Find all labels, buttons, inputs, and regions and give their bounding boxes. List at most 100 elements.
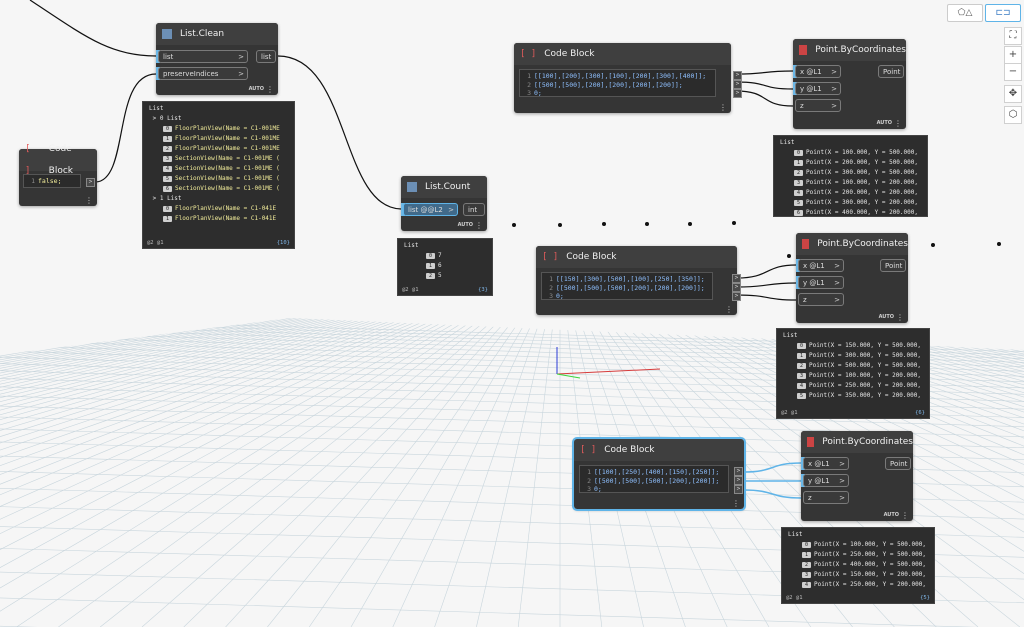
zoom-out-button[interactable]: − bbox=[1004, 63, 1022, 81]
point-by-coordinates-3-node[interactable]: Point.ByCoordinates x @L1> y @L1> z> Poi… bbox=[801, 431, 913, 521]
node-header[interactable]: [ ]Code Block bbox=[574, 439, 744, 461]
more-options-icon[interactable]: ⋮ bbox=[901, 511, 909, 520]
more-options-icon[interactable]: ⋮ bbox=[475, 221, 483, 230]
input-port-x[interactable]: x @L1> bbox=[798, 259, 844, 272]
sublist-label: 1 List bbox=[159, 195, 182, 202]
preview-point bbox=[997, 242, 1001, 246]
output-port[interactable]: > bbox=[734, 485, 743, 494]
chevron-right-icon: > bbox=[448, 206, 454, 214]
node-header[interactable]: [ ]Code Block bbox=[514, 43, 731, 65]
input-port-y[interactable]: y @L1> bbox=[798, 276, 844, 289]
code-block-2-node[interactable]: [ ]Code Block 1[[150],[300],[500],[100],… bbox=[536, 246, 741, 315]
level-badge[interactable]: @L1 bbox=[809, 262, 825, 270]
code-block-1-node[interactable]: [ ]Code Block 1[[100],[200],[300],[100],… bbox=[514, 43, 742, 113]
level-badge[interactable]: @L1 bbox=[809, 279, 825, 287]
index-badge: 1 bbox=[163, 216, 172, 222]
output-port[interactable]: > bbox=[734, 476, 743, 485]
code-editor[interactable]: 1[[100],[200],[300],[100],[200],[300],[4… bbox=[519, 69, 716, 97]
output-port[interactable]: > bbox=[732, 283, 741, 292]
level-badge[interactable]: @L1 bbox=[814, 460, 830, 468]
node-title: List.Clean bbox=[180, 29, 225, 39]
index-badge: 3 bbox=[802, 572, 811, 578]
more-options-icon[interactable]: ⋮ bbox=[894, 119, 902, 128]
more-options-icon[interactable]: ⋮ bbox=[85, 196, 93, 205]
list-count-node[interactable]: List.Count list @@L2> int AUTO ⋮ bbox=[401, 176, 487, 231]
code-block-icon: [ ] bbox=[25, 144, 31, 176]
output-port[interactable]: > bbox=[86, 178, 95, 187]
output-port-point[interactable]: Point bbox=[878, 65, 904, 78]
pan-button[interactable]: ✥ bbox=[1004, 85, 1022, 103]
geometry-view-button[interactable]: ⬠△ bbox=[947, 4, 983, 22]
level-badge[interactable]: @L1 bbox=[814, 477, 830, 485]
more-options-icon[interactable]: ⋮ bbox=[725, 305, 733, 314]
node-header[interactable]: Point.ByCoordinates bbox=[793, 39, 906, 61]
point-by-coordinates-2-node[interactable]: Point.ByCoordinates x @L1> y @L1> z> Poi… bbox=[796, 233, 908, 323]
code-editor[interactable]: 1[[150],[300],[500],[100],[250],[350]];2… bbox=[541, 272, 713, 300]
input-port-preserveindices[interactable]: preserveIndices> bbox=[158, 67, 248, 80]
more-options-icon[interactable]: ⋮ bbox=[896, 313, 904, 322]
more-options-icon[interactable]: ⋮ bbox=[266, 85, 274, 94]
input-port-y[interactable]: y @L1> bbox=[803, 474, 849, 487]
chevron-right-icon: > bbox=[831, 68, 837, 76]
node-header[interactable]: Point.ByCoordinates bbox=[801, 431, 913, 453]
zoom-in-button[interactable]: + bbox=[1004, 46, 1022, 64]
list-item-value: Point(X = 300.000, Y = 500.000, bbox=[809, 352, 921, 359]
more-options-icon[interactable]: ⋮ bbox=[732, 499, 740, 508]
list-item-value: FloorPlanView(Name = C1-001ME bbox=[175, 135, 280, 142]
output-port[interactable]: > bbox=[732, 292, 741, 301]
level-badge[interactable]: @@L2 bbox=[420, 206, 443, 214]
node-header[interactable]: [ ]Code Block bbox=[536, 246, 737, 268]
code-text: 0; bbox=[594, 485, 602, 493]
output-port[interactable]: > bbox=[733, 71, 742, 80]
node-header[interactable]: [ ]Code Block bbox=[19, 144, 97, 176]
level-badge[interactable]: @L1 bbox=[806, 68, 822, 76]
input-port-x[interactable]: x @L1> bbox=[803, 457, 849, 470]
input-port-list[interactable]: list> bbox=[158, 50, 248, 63]
input-port-x[interactable]: x @L1> bbox=[795, 65, 841, 78]
list-clean-node[interactable]: List.Clean list> preserveIndices> list A… bbox=[156, 23, 278, 95]
output-port[interactable]: > bbox=[733, 89, 742, 98]
code-line: false; bbox=[38, 177, 62, 185]
output-port-point[interactable]: Point bbox=[885, 457, 911, 470]
orbit-button[interactable]: ⬡ bbox=[1004, 106, 1022, 124]
input-port-z[interactable]: z> bbox=[803, 491, 849, 504]
input-port-z[interactable]: z> bbox=[798, 293, 844, 306]
list-clean-icon bbox=[162, 29, 172, 39]
output-port-list[interactable]: list bbox=[256, 50, 276, 63]
code-editor[interactable]: 1[[100],[250],[400],[150],[250]];2[[500]… bbox=[579, 465, 729, 493]
output-port-int[interactable]: int bbox=[463, 203, 485, 216]
index-badge: 2 bbox=[802, 562, 811, 568]
graph-view-button[interactable]: ⊏⊐ bbox=[985, 4, 1021, 22]
zoom-to-fit-button[interactable]: ⛶ bbox=[1004, 27, 1022, 45]
node-header[interactable]: List.Count bbox=[401, 176, 487, 198]
index-badge: 6 bbox=[794, 210, 803, 216]
list-item-value: SectionView(Name = C1-001ME ( bbox=[175, 165, 280, 172]
node-header[interactable]: List.Clean bbox=[156, 23, 278, 45]
code-line: 1[[100],[200],[300],[100],[200],[300],[4… bbox=[523, 72, 712, 81]
output-port[interactable]: > bbox=[732, 274, 741, 283]
point-by-coordinates-1-node[interactable]: Point.ByCoordinates x @L1> y @L1> z> Poi… bbox=[793, 39, 906, 129]
input-port-list[interactable]: list @@L2> bbox=[403, 203, 458, 216]
input-port-y[interactable]: y @L1> bbox=[795, 82, 841, 95]
output-port[interactable]: > bbox=[734, 467, 743, 476]
sublist-header: > 0 List bbox=[149, 115, 182, 122]
chevron-right-icon: > bbox=[839, 477, 845, 485]
code-block-3-node[interactable]: [ ]Code Block 1[[100],[250],[400],[150],… bbox=[572, 437, 746, 511]
node-header[interactable]: Point.ByCoordinates bbox=[796, 233, 908, 255]
minus-icon: − bbox=[1008, 66, 1018, 77]
more-options-icon[interactable]: ⋮ bbox=[719, 103, 727, 112]
input-port-z[interactable]: z> bbox=[795, 99, 841, 112]
level-badge[interactable]: @L1 bbox=[806, 85, 822, 93]
preview-footer: @2 @1{10} bbox=[143, 237, 294, 248]
output-port-point[interactable]: Point bbox=[880, 259, 906, 272]
output-port[interactable]: > bbox=[733, 80, 742, 89]
